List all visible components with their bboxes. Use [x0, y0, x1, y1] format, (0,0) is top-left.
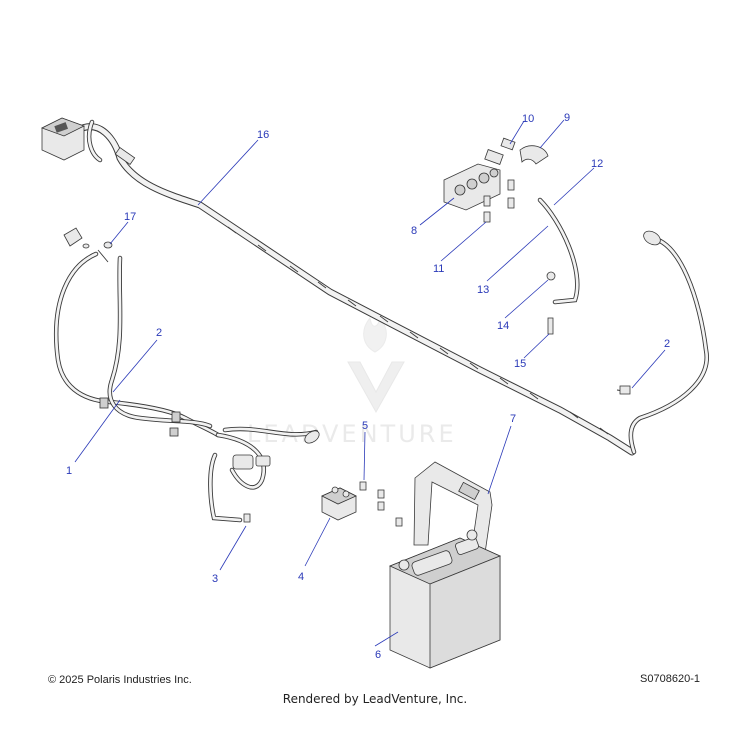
callout-12: 12: [591, 158, 603, 170]
callout-labels: 1 2 2 3 4 5 6 7 8 9 10 11 12 13 14 15 16…: [66, 112, 670, 661]
callout-2-right: 2: [664, 338, 670, 350]
bolts-5: [243, 481, 403, 527]
callout-4: 4: [298, 571, 304, 583]
watermark-logo: LEADVENTURE: [247, 316, 454, 448]
callout-9: 9: [564, 112, 570, 124]
battery-cable-assembly: [53, 251, 320, 523]
callout-17: 17: [124, 211, 136, 223]
fuse-box: [40, 117, 86, 161]
junction-block-assembly: [443, 137, 580, 335]
callout-10: 10: [522, 113, 534, 125]
callout-1: 1: [66, 465, 72, 477]
callout-14: 14: [497, 320, 509, 332]
battery: [388, 529, 502, 669]
callout-5: 5: [362, 420, 368, 432]
callout-7: 7: [510, 413, 516, 425]
callout-15: 15: [514, 358, 526, 370]
leader-lines: [74, 119, 666, 647]
callout-11: 11: [433, 263, 444, 275]
callout-8: 8: [411, 225, 417, 237]
callout-2-left: 2: [156, 327, 162, 339]
figure-code: S0708620-1: [640, 673, 700, 685]
callout-6: 6: [375, 649, 381, 661]
starter-solenoid: [321, 486, 357, 521]
callout-3: 3: [212, 573, 218, 585]
callout-13: 13: [477, 284, 489, 296]
ground-cable: [616, 230, 709, 455]
callout-16: 16: [257, 129, 269, 141]
main-wiring-harness: [40, 117, 636, 456]
rendered-by-credit: Rendered by LeadVenture, Inc.: [282, 692, 468, 706]
copyright-notice: © 2025 Polaris Industries Inc.: [48, 674, 192, 686]
